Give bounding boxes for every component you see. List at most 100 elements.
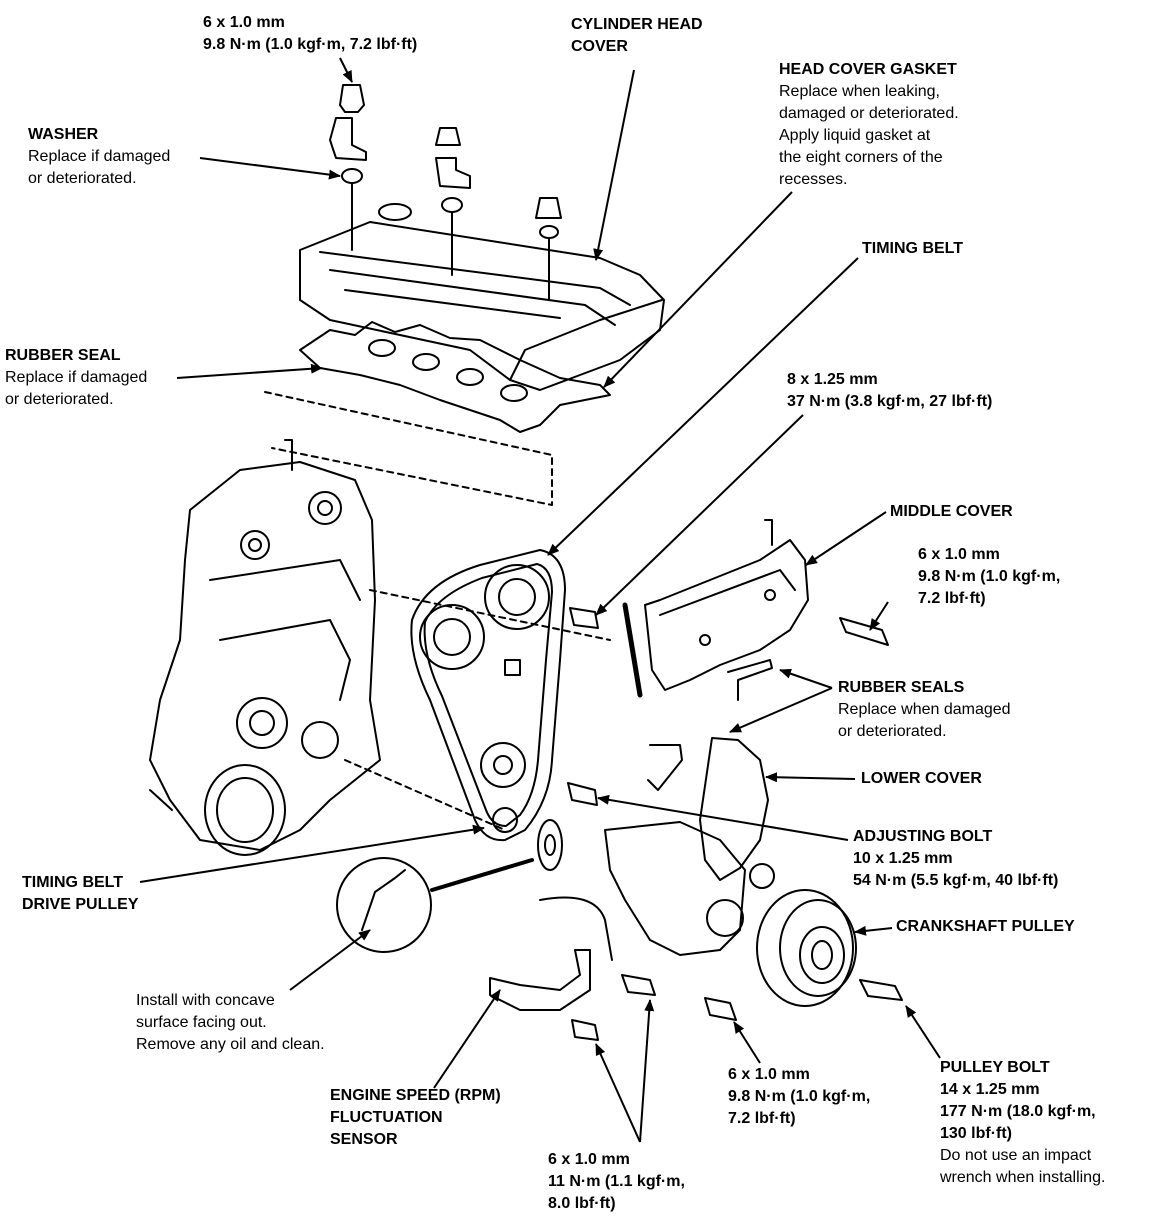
washer-label: WASHER Replace if damaged or deteriorate…	[28, 124, 170, 190]
timing-belt-drive-pulley	[537, 819, 563, 871]
label-note: recesses.	[779, 171, 848, 188]
cam-bolt	[569, 607, 599, 629]
spec-line: 177 N·m (18.0 kgf·m,	[940, 1103, 1096, 1120]
top-bolt-spec: 6 x 1.0 mm 9.8 N·m (1.0 kgf·m, 7.2 lbf·f…	[203, 12, 417, 56]
spec-line: 9.8 N·m (1.0 kgf·m,	[918, 568, 1061, 585]
spec-line: 11 N·m (1.1 kgf·m,	[548, 1173, 685, 1190]
drive-pulley-label: TIMING BELT DRIVE PULLEY	[22, 872, 138, 916]
label-line: DRIVE PULLEY	[22, 896, 139, 913]
middle-bolt-spec: 6 x 1.0 mm 9.8 N·m (1.0 kgf·m, 7.2 lbf·f…	[918, 544, 1060, 610]
label-note: Replace when leaking,	[779, 83, 940, 100]
label-line: COVER	[571, 38, 628, 55]
leader-washer	[199, 157, 341, 180]
timing-belt-label: TIMING BELT	[862, 238, 963, 260]
leader-rubber-seal	[176, 363, 323, 379]
spec-line: 8.0 lbf·ft)	[548, 1195, 616, 1212]
leader-timing-belt	[547, 257, 859, 556]
label-title: PULLEY BOLT	[940, 1059, 1050, 1076]
concave-detail-circle	[336, 857, 534, 953]
spec-line: 6 x 1.0 mm	[203, 14, 285, 31]
lower-bolt-spec: 6 x 1.0 mm 9.8 N·m (1.0 kgf·m, 7.2 lbf·f…	[728, 1064, 870, 1130]
label-line: SENSOR	[330, 1131, 398, 1148]
label-line: TIMING BELT	[22, 874, 124, 891]
leader-crankshaft-pulley	[854, 925, 893, 936]
label-title: MIDDLE COVER	[890, 503, 1013, 520]
leader-head-cover-gasket	[603, 191, 793, 388]
spec-line: 8 x 1.25 mm	[787, 371, 878, 388]
spec-line: 6 x 1.0 mm	[728, 1066, 810, 1083]
label-note: Replace if damaged	[5, 369, 148, 386]
spec-line: 9.8 N·m (1.0 kgf·m, 7.2 lbf·ft)	[203, 36, 418, 53]
label-title: WASHER	[28, 126, 99, 143]
leader-cylinder-head-cover	[593, 69, 635, 261]
leader-sensor-bolt-right	[639, 999, 655, 1143]
label-title: TIMING BELT	[862, 240, 964, 257]
leader-adjusting-bolt	[597, 794, 849, 841]
label-note: surface facing out.	[136, 1014, 267, 1031]
label-title: RUBBER SEAL	[5, 347, 121, 364]
label-note: Remove any oil and clean.	[136, 1036, 325, 1053]
rpm-sensor-label: ENGINE SPEED (RPM) FLUCTUATION SENSOR	[330, 1085, 501, 1151]
label-note: Do not use an impact	[940, 1147, 1092, 1164]
head-cover-gasket-label: HEAD COVER GASKET Replace when leaking, …	[779, 59, 959, 191]
leader-pulley-bolt	[905, 1005, 941, 1059]
rubber-seal-label: RUBBER SEAL Replace if damaged or deteri…	[5, 345, 147, 411]
lower-cover	[647, 737, 769, 881]
spec-line: 10 x 1.25 mm	[853, 850, 953, 867]
adjusting-bolt	[567, 782, 598, 806]
adjusting-bolt-spec: ADJUSTING BOLT 10 x 1.25 mm 54 N·m (5.5 …	[853, 826, 1058, 892]
label-note: or deteriorated.	[5, 391, 114, 408]
label-note: or deteriorated.	[28, 170, 137, 187]
leader-rubber-seals-lower	[729, 687, 833, 733]
leader-middle-bolt	[869, 601, 889, 631]
install-note: Install with concave surface facing out.…	[136, 990, 325, 1056]
leader-drive-pulley	[139, 824, 485, 883]
middle-cover	[622, 519, 889, 701]
label-title: CRANKSHAFT PULLEY	[896, 918, 1075, 935]
top-mount-nut-stack	[329, 84, 367, 251]
leader-lower-cover	[765, 772, 856, 783]
cylinder-head-cover	[299, 203, 665, 391]
leader-install-note	[289, 929, 371, 991]
pulley-bolt	[859, 979, 903, 1001]
pulley-bolt-label: PULLEY BOLT 14 x 1.25 mm 177 N·m (18.0 k…	[940, 1057, 1105, 1189]
leader-sensor-bolt-left	[595, 1043, 641, 1143]
spec-line: 14 x 1.25 mm	[940, 1081, 1040, 1098]
oil-pump-housing	[604, 821, 775, 956]
crankshaft-pulley-label: CRANKSHAFT PULLEY	[896, 916, 1075, 938]
center-grommet-stack	[435, 127, 471, 276]
timing-belt-loop	[410, 549, 566, 842]
lower-cover-label: LOWER COVER	[861, 768, 982, 790]
label-line: FLUCTUATION	[330, 1109, 443, 1126]
alignment-dashed-line	[264, 391, 553, 506]
label-note: or deteriorated.	[838, 723, 947, 740]
rubber-seals-label: RUBBER SEALS Replace when damaged or det…	[838, 677, 1011, 743]
cam-bolt-spec: 8 x 1.25 mm 37 N·m (3.8 kgf·m, 27 lbf·ft…	[787, 369, 992, 413]
leader-rubber-seals-upper	[779, 668, 833, 689]
spec-line: ADJUSTING BOLT	[853, 828, 993, 845]
middle-cover-label: MIDDLE COVER	[890, 501, 1013, 523]
cylinder-head-cover-label: CYLINDER HEAD COVER	[571, 14, 703, 58]
leader-top-bolt	[339, 57, 353, 83]
leader-rpm-sensor	[433, 989, 501, 1089]
spec-line: 37 N·m (3.8 kgf·m, 27 lbf·ft)	[787, 393, 993, 410]
leader-middle-cover	[805, 511, 887, 566]
label-note: wrench when installing.	[940, 1169, 1106, 1186]
label-note: Install with concave	[136, 992, 275, 1009]
spec-line: 54 N·m (5.5 kgf·m, 40 lbf·ft)	[853, 872, 1059, 889]
label-note: the eight corners of the	[779, 149, 943, 166]
spec-line: 7.2 lbf·ft)	[918, 590, 986, 607]
label-note: Apply liquid gasket at	[779, 127, 931, 144]
leader-cam-bolt	[595, 414, 804, 616]
rpm-sensor-assembly	[489, 896, 737, 1041]
label-title: HEAD COVER GASKET	[779, 61, 957, 78]
label-note: Replace when damaged	[838, 701, 1011, 718]
label-line: CYLINDER HEAD	[571, 16, 703, 33]
label-title: RUBBER SEALS	[838, 679, 965, 696]
spec-line: 130 lbf·ft)	[940, 1125, 1012, 1142]
leader-lower-bolt	[733, 1021, 761, 1064]
engine-block	[149, 439, 381, 856]
spec-line: 9.8 N·m (1.0 kgf·m,	[728, 1088, 871, 1105]
head-cover-gasket	[299, 321, 611, 433]
